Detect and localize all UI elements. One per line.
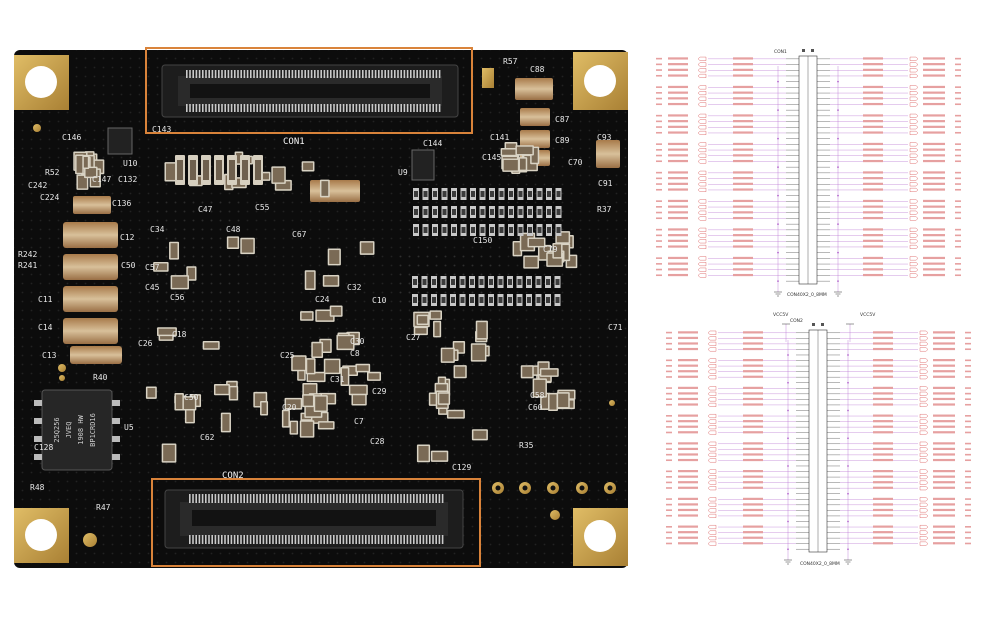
small-ics — [107, 127, 435, 181]
schematic-con2-part: CON40X2_0_8MM — [800, 561, 840, 567]
silk-label-c60: C60 — [528, 403, 543, 412]
capacitor-bank-left — [63, 78, 620, 364]
smd-components — [73, 142, 578, 463]
silk-label-c50b: C50 — [184, 393, 199, 402]
pcb-board-photo: 25Q256 JVEQ 1908 HW BP1CRD16 CON1 CON2 R… — [14, 47, 628, 568]
schematic-power-left: VCC5V — [773, 312, 789, 318]
silk-label-c141: C141 — [490, 133, 509, 142]
connector-con2 — [164, 489, 464, 549]
schematic-con1: CON1 CON40X2_0_8MM — [656, 49, 961, 298]
flash-chip-text-3: 1908 HW — [77, 414, 85, 444]
silk-label-r37: R37 — [597, 205, 612, 214]
con1-silk-label: CON1 — [283, 137, 305, 147]
silk-label-c26: C26 — [138, 339, 153, 348]
silk-label-c143: C143 — [152, 125, 171, 134]
silk-label-c89: C89 — [555, 136, 570, 145]
silk-label-c32: C32 — [347, 283, 362, 292]
mounting-holes — [14, 52, 628, 566]
resistor-arrays — [175, 155, 562, 306]
silk-label-c13: C13 — [42, 351, 57, 360]
silk-label-c87: C87 — [555, 115, 570, 124]
silk-label-c29: C29 — [372, 387, 387, 396]
silk-label-c67: C67 — [292, 230, 307, 239]
schematic-con2-title: CON2 — [790, 318, 803, 324]
silk-label-c242: C242 — [28, 181, 47, 190]
connector-con1 — [161, 64, 459, 118]
silk-label-r35: R35 — [519, 441, 534, 450]
mounting-hole-top-left — [14, 55, 69, 110]
silk-label-c147: C147 — [92, 175, 111, 184]
silk-label-c93: C93 — [597, 133, 612, 142]
silk-label-c58: C58 — [530, 391, 545, 400]
silk-label-c57: C57 — [145, 263, 160, 272]
silk-label-r241: R241 — [18, 261, 37, 270]
mounting-hole-bottom-right — [573, 508, 628, 566]
silk-label-c224: C224 — [40, 193, 59, 202]
flash-chip-text-1: 25Q256 — [53, 417, 61, 442]
silk-label-c30: C30 — [350, 337, 365, 346]
flash-chip-text-4: BP1CRD16 — [89, 413, 97, 447]
silk-label-c70: C70 — [568, 158, 583, 167]
silk-label-c10: C10 — [372, 296, 387, 305]
silk-label-c48: C48 — [226, 225, 241, 234]
silk-label-r52: R52 — [45, 168, 60, 177]
silk-label-c146: C146 — [62, 133, 81, 142]
mounting-hole-bottom-left — [14, 508, 69, 563]
silk-label-c47: C47 — [198, 205, 213, 214]
silk-label-c79: C79 — [543, 245, 558, 254]
silk-label-c8: C8 — [350, 349, 360, 358]
con1-highlight-box — [145, 47, 473, 134]
silk-label-r40: R40 — [93, 373, 108, 382]
schematic-power-right: VCC5V — [860, 312, 876, 318]
silk-label-c145: C145 — [482, 153, 501, 162]
silk-label-c50: C50 — [121, 261, 136, 270]
flash-chip-u5: 25Q256 JVEQ 1908 HW BP1CRD16 — [34, 389, 120, 471]
silk-label-c12: C12 — [120, 233, 135, 242]
silk-label-c20: C20 — [282, 403, 297, 412]
silk-label-c11: C11 — [38, 295, 53, 304]
silk-label-r242: R242 — [18, 250, 37, 259]
silk-label-c129: C129 — [452, 463, 471, 472]
con2-silk-label: CON2 — [222, 471, 244, 481]
silk-label-c45: C45 — [145, 283, 160, 292]
silk-label-c128: C128 — [34, 443, 53, 452]
silk-label-c62: C62 — [200, 433, 215, 442]
silk-label-c34: C34 — [150, 225, 165, 234]
silk-label-c24: C24 — [315, 295, 330, 304]
silk-label-r57: R57 — [503, 57, 518, 66]
mounting-hole-top-right — [573, 52, 628, 110]
silk-label-c136: C136 — [112, 199, 131, 208]
flash-chip-text-2: JVEQ — [65, 422, 73, 439]
silk-label-c31: C31 — [330, 375, 345, 384]
silk-label-c18: C18 — [172, 330, 187, 339]
silk-label-u10: U10 — [123, 159, 138, 168]
silk-label-c14: C14 — [38, 323, 53, 332]
silk-label-c56: C56 — [170, 293, 185, 302]
silk-label-r47: R47 — [96, 503, 111, 512]
schematic-con2: CON2 CON40X2_0_8MM VCC5V VCC5V — [666, 312, 971, 567]
schematic-con1-title: CON1 — [774, 49, 787, 55]
silk-label-c7: C7 — [354, 417, 364, 426]
silk-label-c150: C150 — [473, 236, 492, 245]
silk-label-c25: C25 — [280, 351, 295, 360]
silk-label-c88: C88 — [530, 65, 545, 74]
silk-label-u9: U9 — [398, 168, 408, 177]
silk-label-c144: C144 — [423, 139, 442, 148]
schematic-con1-part: CON40X2_0_8MM — [787, 292, 827, 298]
silk-label-c27: C27 — [406, 333, 421, 342]
silk-label-c91: C91 — [598, 179, 613, 188]
silk-label-c71: C71 — [608, 323, 623, 332]
silk-label-c55: C55 — [255, 203, 270, 212]
silk-label-r48: R48 — [30, 483, 45, 492]
silk-label-c28: C28 — [370, 437, 385, 446]
test-pads — [33, 68, 616, 547]
con2-highlight-box — [151, 478, 481, 567]
silk-label-c132: C132 — [118, 175, 137, 184]
silk-label-u5: U5 — [124, 423, 134, 432]
